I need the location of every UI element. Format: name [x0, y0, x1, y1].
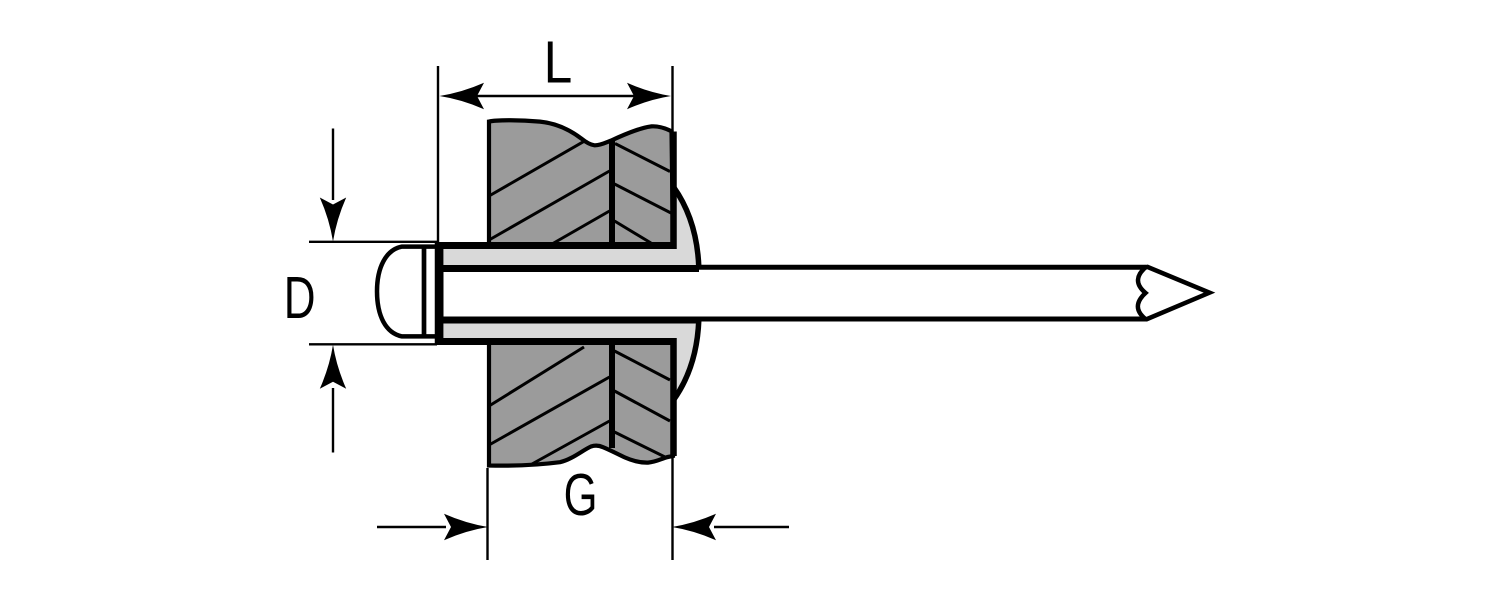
svg-text:G: G: [564, 463, 598, 529]
svg-text:L: L: [544, 29, 573, 95]
svg-text:D: D: [284, 266, 316, 332]
